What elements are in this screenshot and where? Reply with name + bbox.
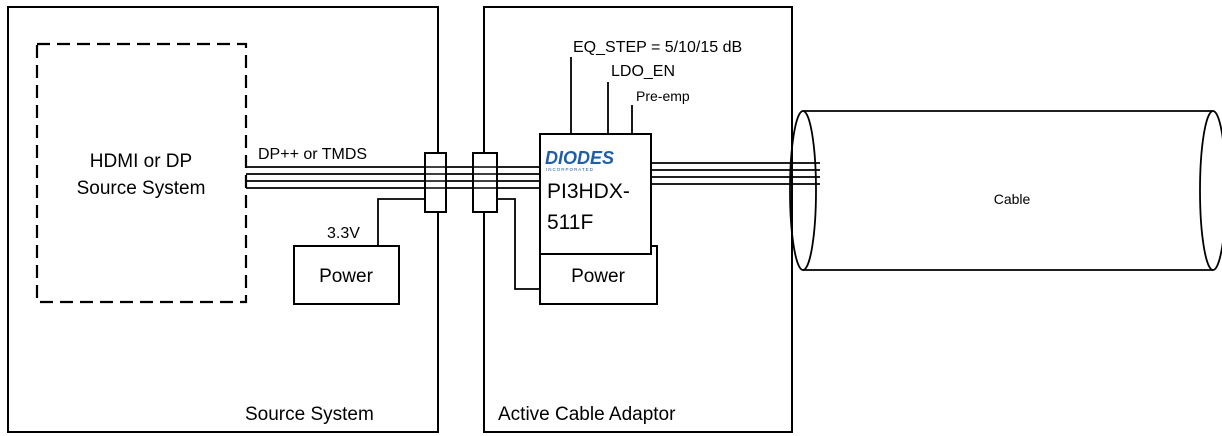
- signal-label: DP++ or TMDS: [258, 146, 367, 163]
- power-wire-left: [377, 198, 425, 246]
- pre-emp-label: Pre-emp: [636, 88, 690, 104]
- control-lines: [570, 57, 633, 134]
- power-box-left: [293, 245, 400, 305]
- cable: [789, 110, 1222, 271]
- active-cable-adaptor-label: Active Cable Adaptor: [498, 404, 676, 425]
- power-left-label: Power: [319, 266, 374, 287]
- chip-box: [539, 133, 652, 255]
- power-box-right: [539, 245, 658, 305]
- svg-text:INCORPORATED: INCORPORATED: [546, 167, 594, 172]
- svg-text:DIODES: DIODES: [545, 148, 614, 168]
- ldo-en-label: LDO_EN: [611, 63, 675, 80]
- eq-step-label: EQ_STEP = 5/10/15 dB: [573, 39, 742, 56]
- source-system-label: Source System: [245, 404, 374, 425]
- source-system-box: [7, 6, 439, 433]
- connector-pins: [425, 166, 497, 189]
- diodes-logo: DIODES INCORPORATED: [545, 148, 614, 172]
- connector-plug-right: [472, 152, 498, 213]
- signal-bus-right: [651, 162, 820, 185]
- hdmi-dp-label-line2: Source System: [77, 178, 206, 199]
- hdmi-dp-label-line1: HDMI or DP: [90, 151, 192, 172]
- chip-label-line1: PI3HDX-: [547, 180, 630, 203]
- chip-label-line2: 511F: [547, 211, 593, 234]
- hdmi-dp-source-box: [35, 42, 248, 304]
- power-wire-right: [497, 198, 540, 290]
- connector-plug-left: [424, 152, 447, 213]
- active-cable-adaptor-box: [483, 6, 793, 433]
- voltage-label: 3.3V: [327, 225, 360, 242]
- power-right-label: Power: [571, 266, 626, 287]
- cable-label: Cable: [994, 191, 1031, 207]
